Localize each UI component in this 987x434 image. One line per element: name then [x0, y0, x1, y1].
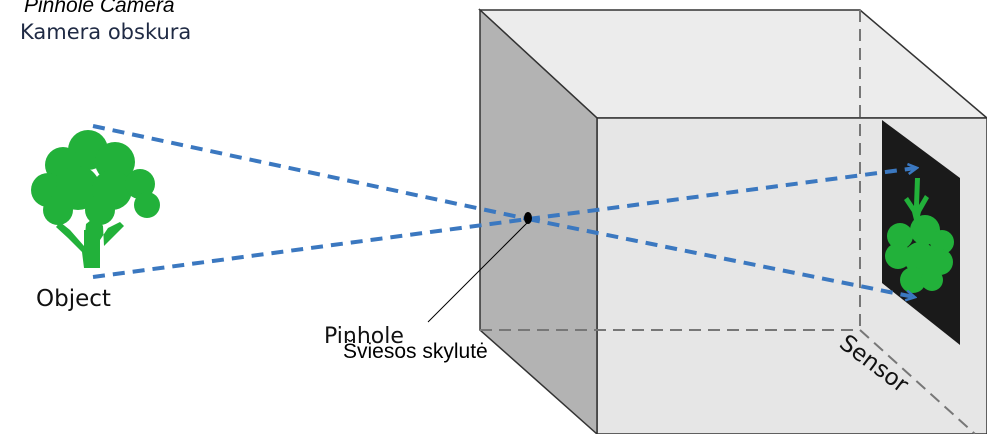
- title-english: Pinhole Camera: [24, 0, 175, 17]
- ray-bottom-in: [92, 217, 529, 279]
- title-lithuanian: Kamera obskura: [20, 20, 192, 44]
- pinhole-label: Pinhole: [324, 324, 404, 349]
- ray-bottom-out: [527, 217, 914, 297]
- pinhole-dot: [524, 212, 532, 224]
- ray-top-in: [92, 124, 529, 221]
- pinhole-leader-line: [427, 221, 529, 323]
- light-rays: [92, 124, 916, 297]
- pinhole-label-lithuanian: Šviesos skylutė: [343, 340, 488, 363]
- ray-top-out: [527, 168, 916, 221]
- object-label: Object: [36, 286, 111, 312]
- hidden-edge-diagonal: [859, 329, 976, 434]
- inverted-tree-icon: [885, 178, 954, 293]
- tree-icon: [31, 130, 160, 268]
